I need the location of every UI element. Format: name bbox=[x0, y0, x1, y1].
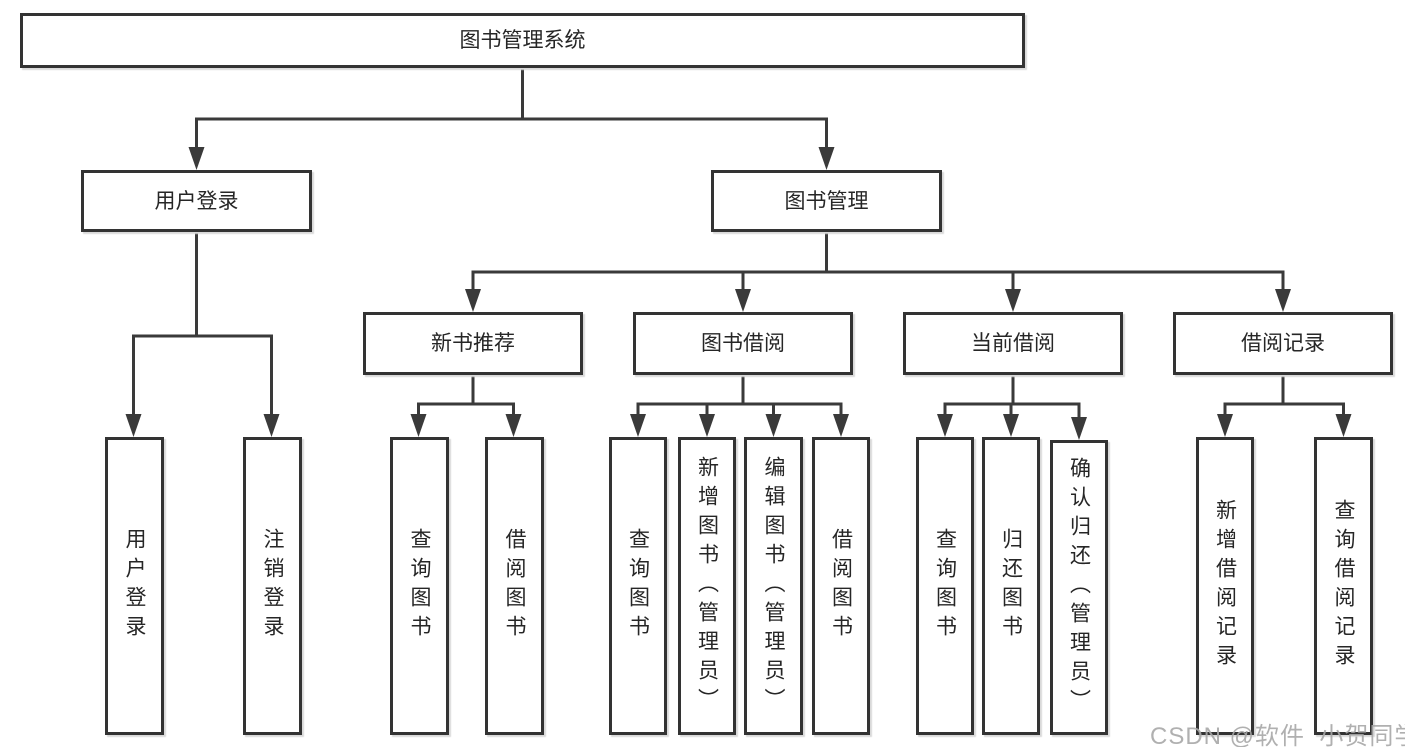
leaf-confirm-return-admin: 确认归还（管理员） bbox=[1050, 440, 1108, 735]
node-label: 查询图书 bbox=[626, 528, 650, 644]
watermark: CSDN @软件_小贺同学 bbox=[1150, 723, 1405, 747]
leaf-borrow-books: 借阅图书 bbox=[812, 437, 870, 735]
node-label: 借阅记录 bbox=[1241, 332, 1325, 355]
leaf-return-books: 归还图书 bbox=[982, 437, 1040, 735]
node-label: 借阅图书 bbox=[829, 528, 853, 644]
leaf-add-borrow-record: 新增借阅记录 bbox=[1196, 437, 1254, 735]
node-label: 图书借阅 bbox=[701, 332, 785, 355]
node-label: 编辑图书（管理员） bbox=[762, 455, 785, 717]
node-label: 新增图书（管理员） bbox=[695, 455, 719, 717]
node-user-login: 用户登录 bbox=[81, 170, 312, 232]
node-label: 注销登录 bbox=[261, 528, 284, 644]
node-library-system: 图书管理系统 bbox=[20, 13, 1025, 68]
node-label: 查询图书 bbox=[933, 528, 957, 644]
leaf-query-books-recommend: 查询图书 bbox=[390, 437, 449, 735]
node-book-management: 图书管理 bbox=[711, 170, 942, 232]
node-new-book-recommend: 新书推荐 bbox=[363, 312, 583, 375]
node-label: 查询图书 bbox=[408, 528, 431, 644]
node-label: 用户登录 bbox=[154, 189, 239, 213]
node-current-borrowing: 当前借阅 bbox=[903, 312, 1123, 375]
node-label: 归还图书 bbox=[999, 528, 1023, 644]
node-label: 图书管理系统 bbox=[459, 29, 586, 52]
node-label: 新书推荐 bbox=[431, 332, 515, 355]
leaf-query-books-borrowing: 查询图书 bbox=[609, 437, 667, 735]
leaf-query-borrow-record: 查询借阅记录 bbox=[1314, 437, 1373, 735]
node-label: 确认归还（管理员） bbox=[1067, 457, 1091, 718]
leaf-logout: 注销登录 bbox=[243, 437, 302, 735]
node-label: 当前借阅 bbox=[971, 332, 1055, 355]
node-borrowing-records: 借阅记录 bbox=[1173, 312, 1393, 375]
node-label: 用户登录 bbox=[123, 528, 146, 644]
leaf-user-login: 用户登录 bbox=[105, 437, 164, 735]
node-label: 新增借阅记录 bbox=[1213, 499, 1237, 673]
leaf-borrow-books-recommend: 借阅图书 bbox=[485, 437, 544, 735]
node-label: 图书管理 bbox=[784, 189, 869, 213]
node-label: 查询借阅记录 bbox=[1332, 499, 1355, 673]
node-book-borrowing: 图书借阅 bbox=[633, 312, 853, 375]
leaf-query-books-current: 查询图书 bbox=[916, 437, 974, 735]
leaf-edit-books-admin: 编辑图书（管理员） bbox=[744, 437, 803, 735]
node-label: 借阅图书 bbox=[503, 528, 526, 644]
leaf-add-books-admin: 新增图书（管理员） bbox=[678, 437, 736, 735]
